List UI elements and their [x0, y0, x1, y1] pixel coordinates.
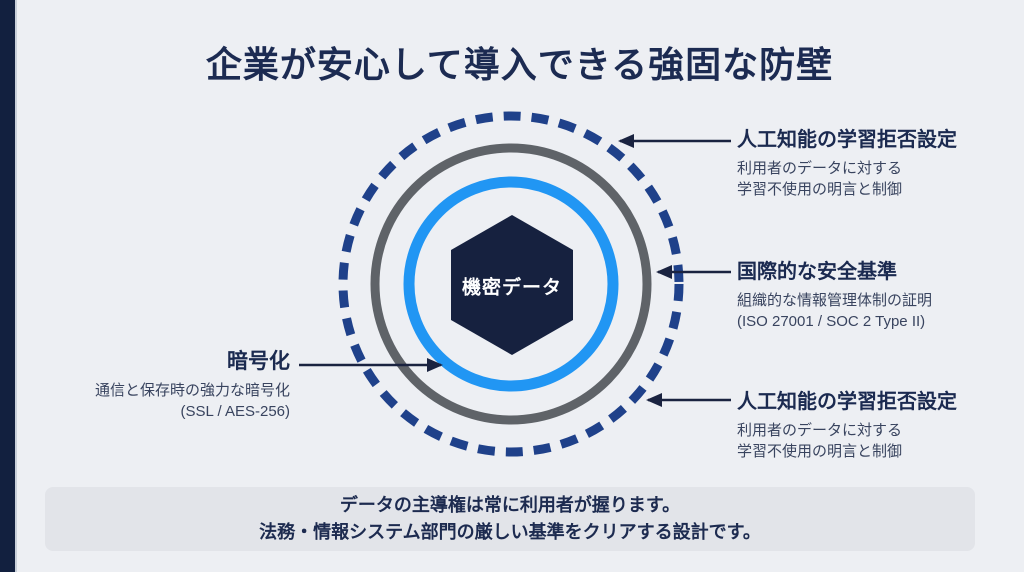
- footer-summary-bar: データの主導権は常に利用者が握ります。 法務・情報システム部門の厳しい基準をクリ…: [45, 487, 975, 551]
- annotation-ai-optout-top: 人工知能の学習拒否設定 利用者のデータに対する 学習不使用の明言と制御: [737, 128, 957, 200]
- inner-blue-ring: [403, 176, 619, 392]
- annotation-heading: 人工知能の学習拒否設定: [737, 129, 957, 151]
- annotation-heading: 国際的な安全基準: [737, 261, 897, 283]
- annotation-subtext: 利用者のデータに対する 学習不使用の明言と制御: [737, 422, 903, 460]
- annotation-intl-standards: 国際的な安全基準 組織的な情報管理体制の証明 (ISO 27001 / SOC …: [737, 260, 932, 332]
- page-title: 企業が安心して導入できる強固な防壁: [205, 44, 834, 85]
- annotation-heading: 暗号化: [227, 350, 290, 373]
- annotation-subtext: 通信と保存時の強力な暗号化 (SSL / AES-256): [94, 382, 290, 420]
- left-edge-strip: [0, 0, 17, 572]
- annotation-subtext: 組織的な情報管理体制の証明 (ISO 27001 / SOC 2 Type II…: [737, 292, 933, 330]
- footer-line-1: データの主導権は常に利用者が握ります。: [339, 495, 681, 515]
- annotation-heading: 人工知能の学習拒否設定: [737, 391, 957, 413]
- middle-gray-ring: [370, 143, 652, 425]
- annotation-subtext: 利用者のデータに対する 学習不使用の明言と制御: [737, 160, 903, 198]
- footer-line-2: 法務・情報システム部門の厳しい基準をクリアする設計です。: [259, 522, 761, 542]
- annotation-ai-optout-bottom: 人工知能の学習拒否設定 利用者のデータに対する 学習不使用の明言と制御: [737, 390, 957, 462]
- hexagon-label: 機密データ: [461, 277, 563, 299]
- outer-dashed-ring: [338, 111, 684, 457]
- annotation-encryption: 暗号化 通信と保存時の強力な暗号化 (SSL / AES-256): [95, 350, 290, 422]
- hexagon-core: [451, 215, 573, 355]
